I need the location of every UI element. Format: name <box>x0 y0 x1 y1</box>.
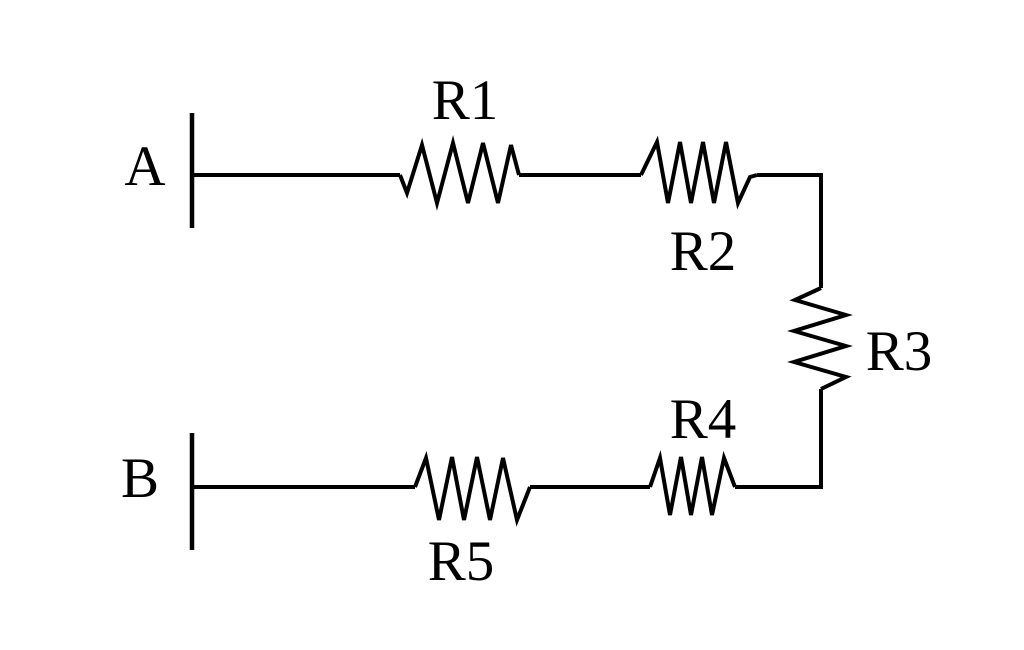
terminal-a-label: A <box>124 135 165 198</box>
resistor-r3-label: R3 <box>866 320 933 383</box>
resistor-r3-symbol <box>786 286 854 391</box>
resistor-r5-symbol <box>413 450 532 527</box>
resistor-r5-label: R5 <box>428 530 495 593</box>
conductors <box>189 113 854 550</box>
resistor-r4-label: R4 <box>670 388 737 451</box>
terminal-b-label: B <box>121 447 159 510</box>
resistor-r2-symbol <box>639 135 758 210</box>
resistor-r1-label: R1 <box>432 69 499 132</box>
wire-bottom-right-corner <box>735 389 823 489</box>
labels: A B R1 R2 R3 R4 R5 <box>121 69 932 593</box>
wire-top-right-corner <box>757 173 823 288</box>
resistor-r4-symbol <box>648 450 737 516</box>
resistor-r2-label: R2 <box>670 220 737 283</box>
resistor-r1-symbol <box>398 135 521 211</box>
